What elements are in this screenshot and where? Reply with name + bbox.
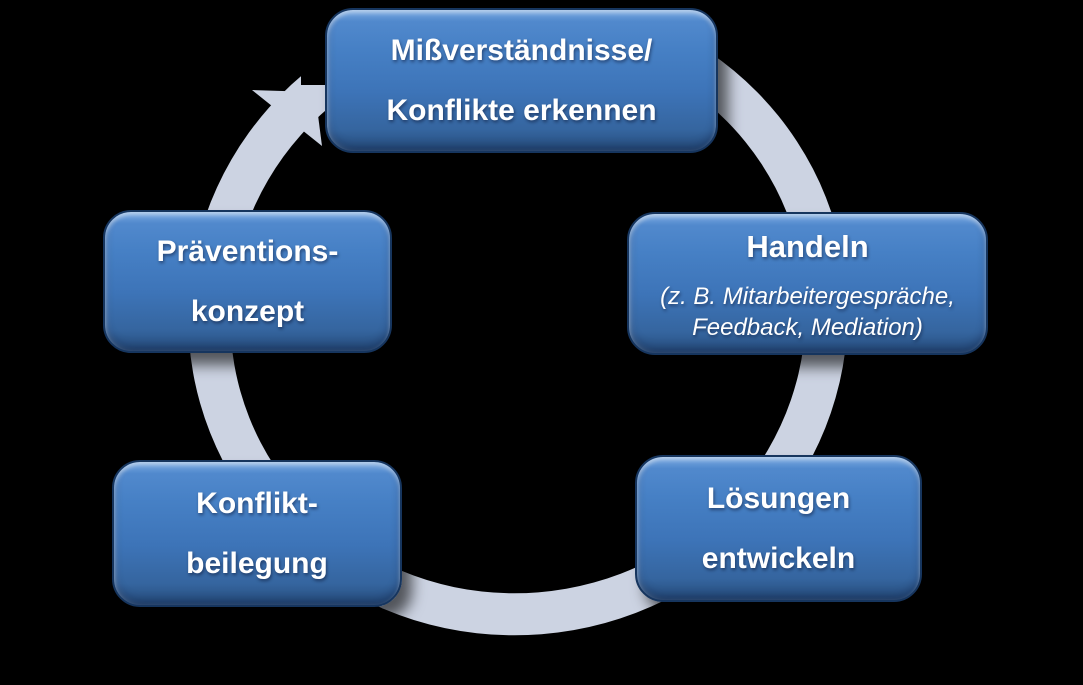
node-loesungen-entwickeln: Lösungen entwickeln — [635, 455, 922, 602]
node-praeventionskonzept: Präventions- konzept — [103, 210, 392, 353]
node-subtitle-line: (z. B. Mitarbeitergespräche, — [660, 282, 955, 310]
node-text-line: entwickeln — [701, 541, 856, 575]
node-text-line: Präventions- — [156, 234, 339, 268]
node-text-line: beilegung — [186, 546, 328, 580]
node-subtitle-line: Feedback, Mediation) — [692, 313, 923, 341]
node-title: Handeln — [746, 228, 869, 264]
node-konfliktbeilegung: Konflikt- beilegung — [112, 460, 402, 607]
node-text-line: Konflikt- — [196, 486, 318, 520]
node-text-line: konzept — [190, 294, 305, 328]
node-text-line: Lösungen — [706, 481, 851, 515]
top-mask — [0, 0, 1083, 9]
node-text-line: Konflikte erkennen — [386, 93, 657, 127]
node-konflikte-erkennen: Mißverständnisse/ Konflikte erkennen — [325, 8, 718, 153]
cycle-arrowhead-icon — [252, 90, 322, 146]
node-subtitle: (z. B. Mitarbeitergespräche, Feedback, M… — [660, 281, 955, 343]
node-handeln: Handeln (z. B. Mitarbeitergespräche, Fee… — [627, 212, 988, 355]
arrow-gap-mask — [301, 9, 326, 85]
node-text-line: Mißverständnisse/ — [390, 33, 653, 67]
